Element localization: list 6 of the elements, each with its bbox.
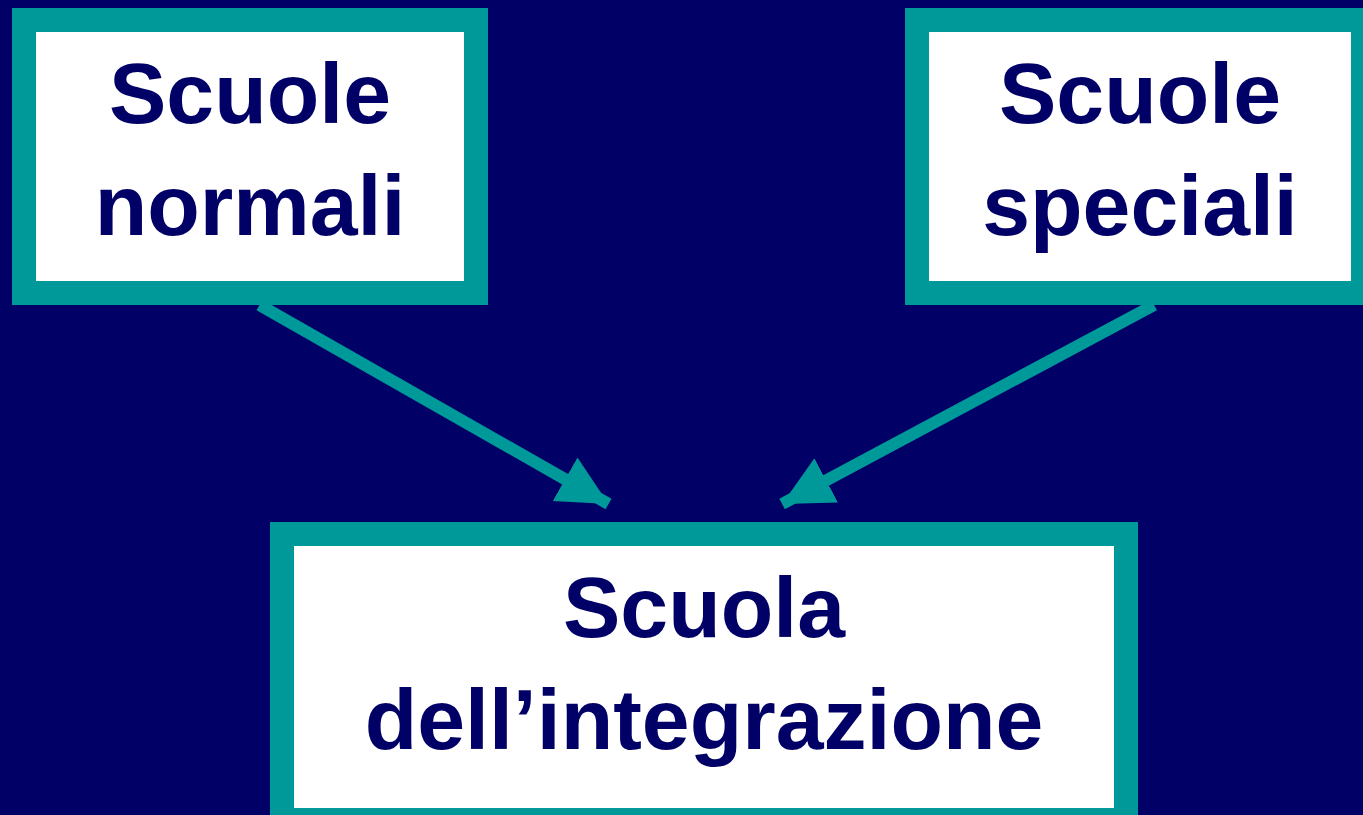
box-label: Scuole speciali bbox=[981, 44, 1299, 255]
text-box bbox=[270, 522, 1138, 815]
box-label: Scuola dell’integrazione bbox=[363, 558, 1045, 769]
text-box bbox=[905, 8, 1363, 305]
box-label: Scuole normali bbox=[93, 44, 407, 255]
text-box bbox=[12, 8, 488, 305]
